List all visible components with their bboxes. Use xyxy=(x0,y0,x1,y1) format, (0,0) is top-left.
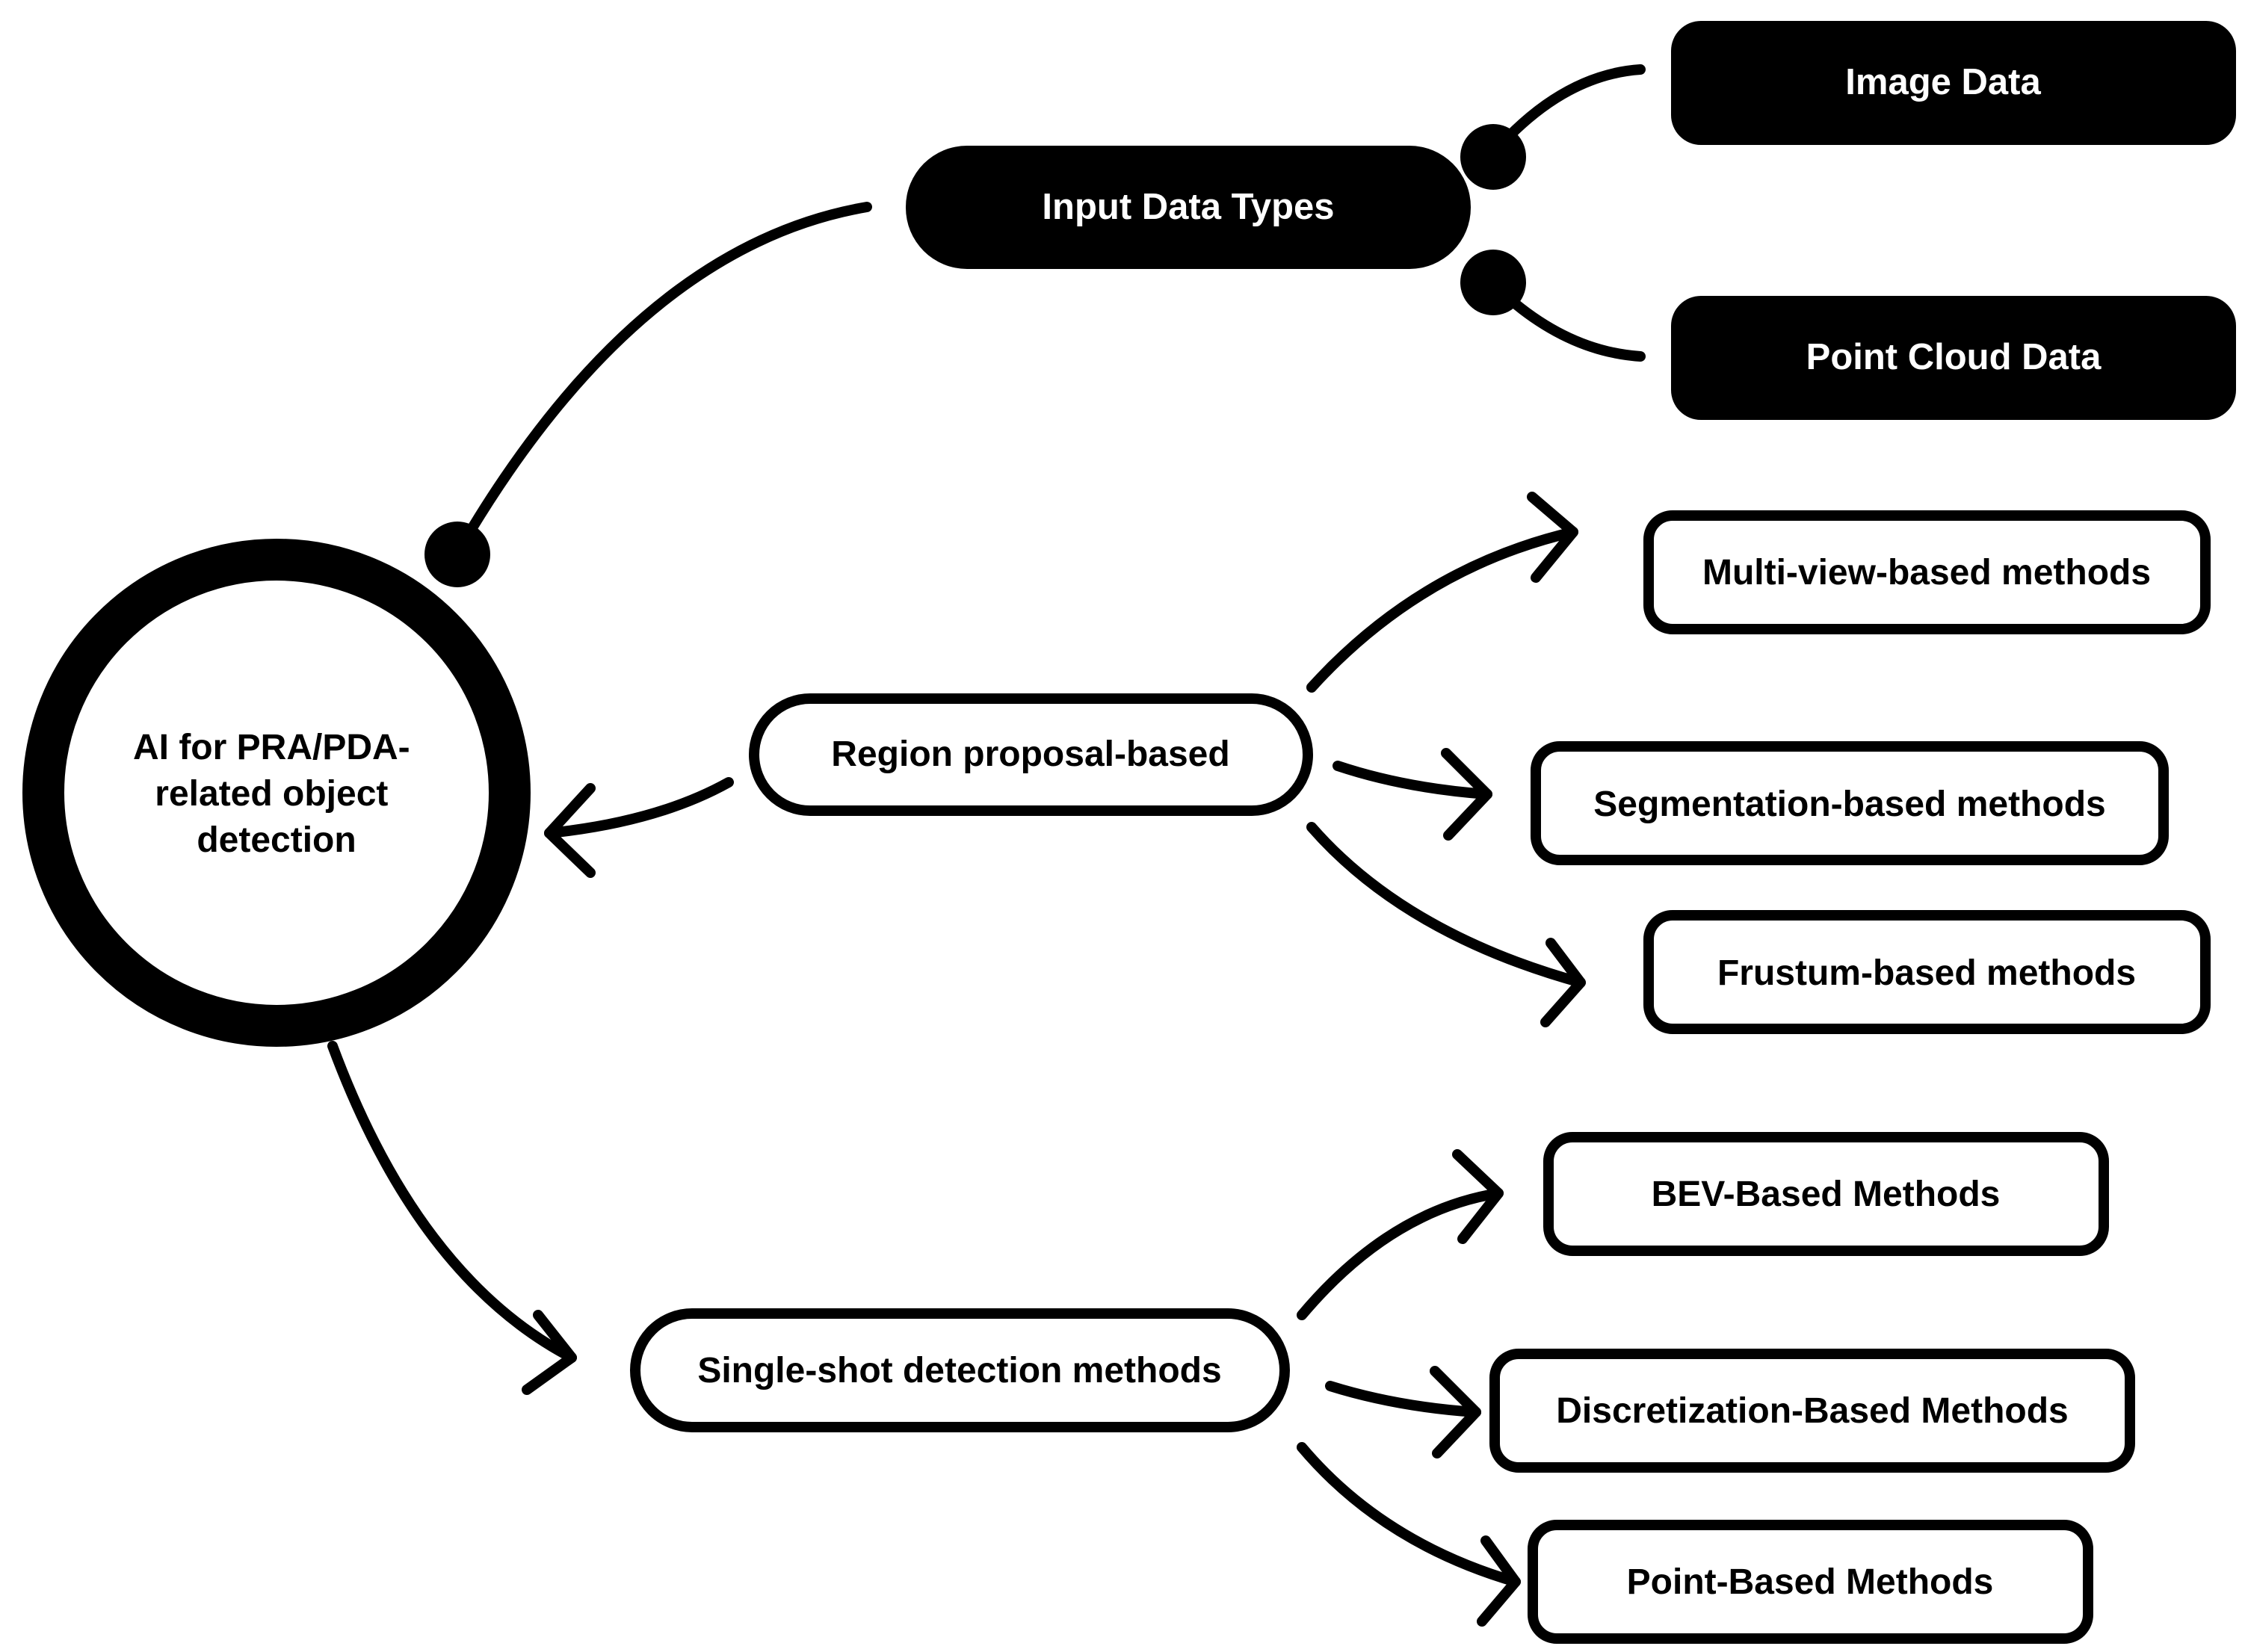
single-shot-node: Single-shot detection methods xyxy=(630,1308,1290,1432)
arrow-region-to-frustum xyxy=(1306,822,1586,988)
arrowhead-multi-view xyxy=(1527,492,1578,583)
arrow-region-to-multi-view xyxy=(1306,527,1578,693)
arrow-central-to-single-shot xyxy=(327,1041,577,1363)
arrow-region-to-segmentation xyxy=(1333,761,1492,799)
segmentation-node: Segmentation-based methods xyxy=(1531,741,2169,865)
point-cloud-data-node: Point Cloud Data xyxy=(1671,296,2236,420)
central-label-line-3: detection xyxy=(197,820,356,860)
central-node: AI for PRA/PDA- related object detection xyxy=(22,539,531,1047)
arrowhead-bev xyxy=(1452,1149,1504,1244)
input-data-types-node: Input Data Types xyxy=(906,146,1471,269)
input-data-types-label: Input Data Types xyxy=(1042,187,1334,227)
connector-dot-image-data xyxy=(1460,124,1526,190)
bev-node: BEV-Based Methods xyxy=(1543,1132,2109,1256)
arrowhead-region-to-central xyxy=(544,783,596,878)
segmentation-label: Segmentation-based methods xyxy=(1593,785,2105,824)
arrow-single-to-bev xyxy=(1297,1188,1504,1320)
point-based-label: Point-Based Methods xyxy=(1627,1562,1994,1602)
discretization-node: Discretization-Based Methods xyxy=(1489,1349,2135,1473)
central-label-line-2: related object xyxy=(155,774,388,814)
arrow-region-to-central xyxy=(544,777,734,838)
arrowhead-discretization xyxy=(1430,1366,1481,1458)
bev-label: BEV-Based Methods xyxy=(1652,1175,2001,1214)
frustum-node: Frustum-based methods xyxy=(1643,910,2211,1034)
region-proposal-label: Region proposal-based xyxy=(831,734,1229,774)
central-label: AI for PRA/PDA- related object detection xyxy=(133,728,420,860)
single-shot-label: Single-shot detection methods xyxy=(697,1351,1221,1390)
arrowhead-segmentation xyxy=(1441,748,1492,841)
multi-view-node: Multi-view-based methods xyxy=(1643,510,2211,634)
central-label-line-1: AI for PRA/PDA- xyxy=(133,728,410,767)
arrowhead-single-shot xyxy=(522,1310,577,1395)
connector-central-to-input xyxy=(452,202,872,558)
arrowhead-point-based xyxy=(1477,1535,1521,1627)
connector-dot-point-cloud xyxy=(1460,250,1526,315)
region-proposal-node: Region proposal-based xyxy=(749,693,1313,816)
point-based-node: Point-Based Methods xyxy=(1528,1520,2093,1644)
point-cloud-data-label: Point Cloud Data xyxy=(1806,337,2102,377)
frustum-label: Frustum-based methods xyxy=(1717,953,2136,993)
arrow-single-to-point-based xyxy=(1297,1442,1521,1587)
multi-view-label: Multi-view-based methods xyxy=(1702,553,2151,593)
discretization-label: Discretization-Based Methods xyxy=(1556,1391,2068,1431)
arrow-single-to-discretization xyxy=(1325,1381,1481,1417)
image-data-node: Image Data xyxy=(1671,21,2236,145)
image-data-label: Image Data xyxy=(1845,62,2041,102)
connector-dot-central xyxy=(424,522,490,587)
arrowhead-frustum xyxy=(1540,938,1586,1027)
